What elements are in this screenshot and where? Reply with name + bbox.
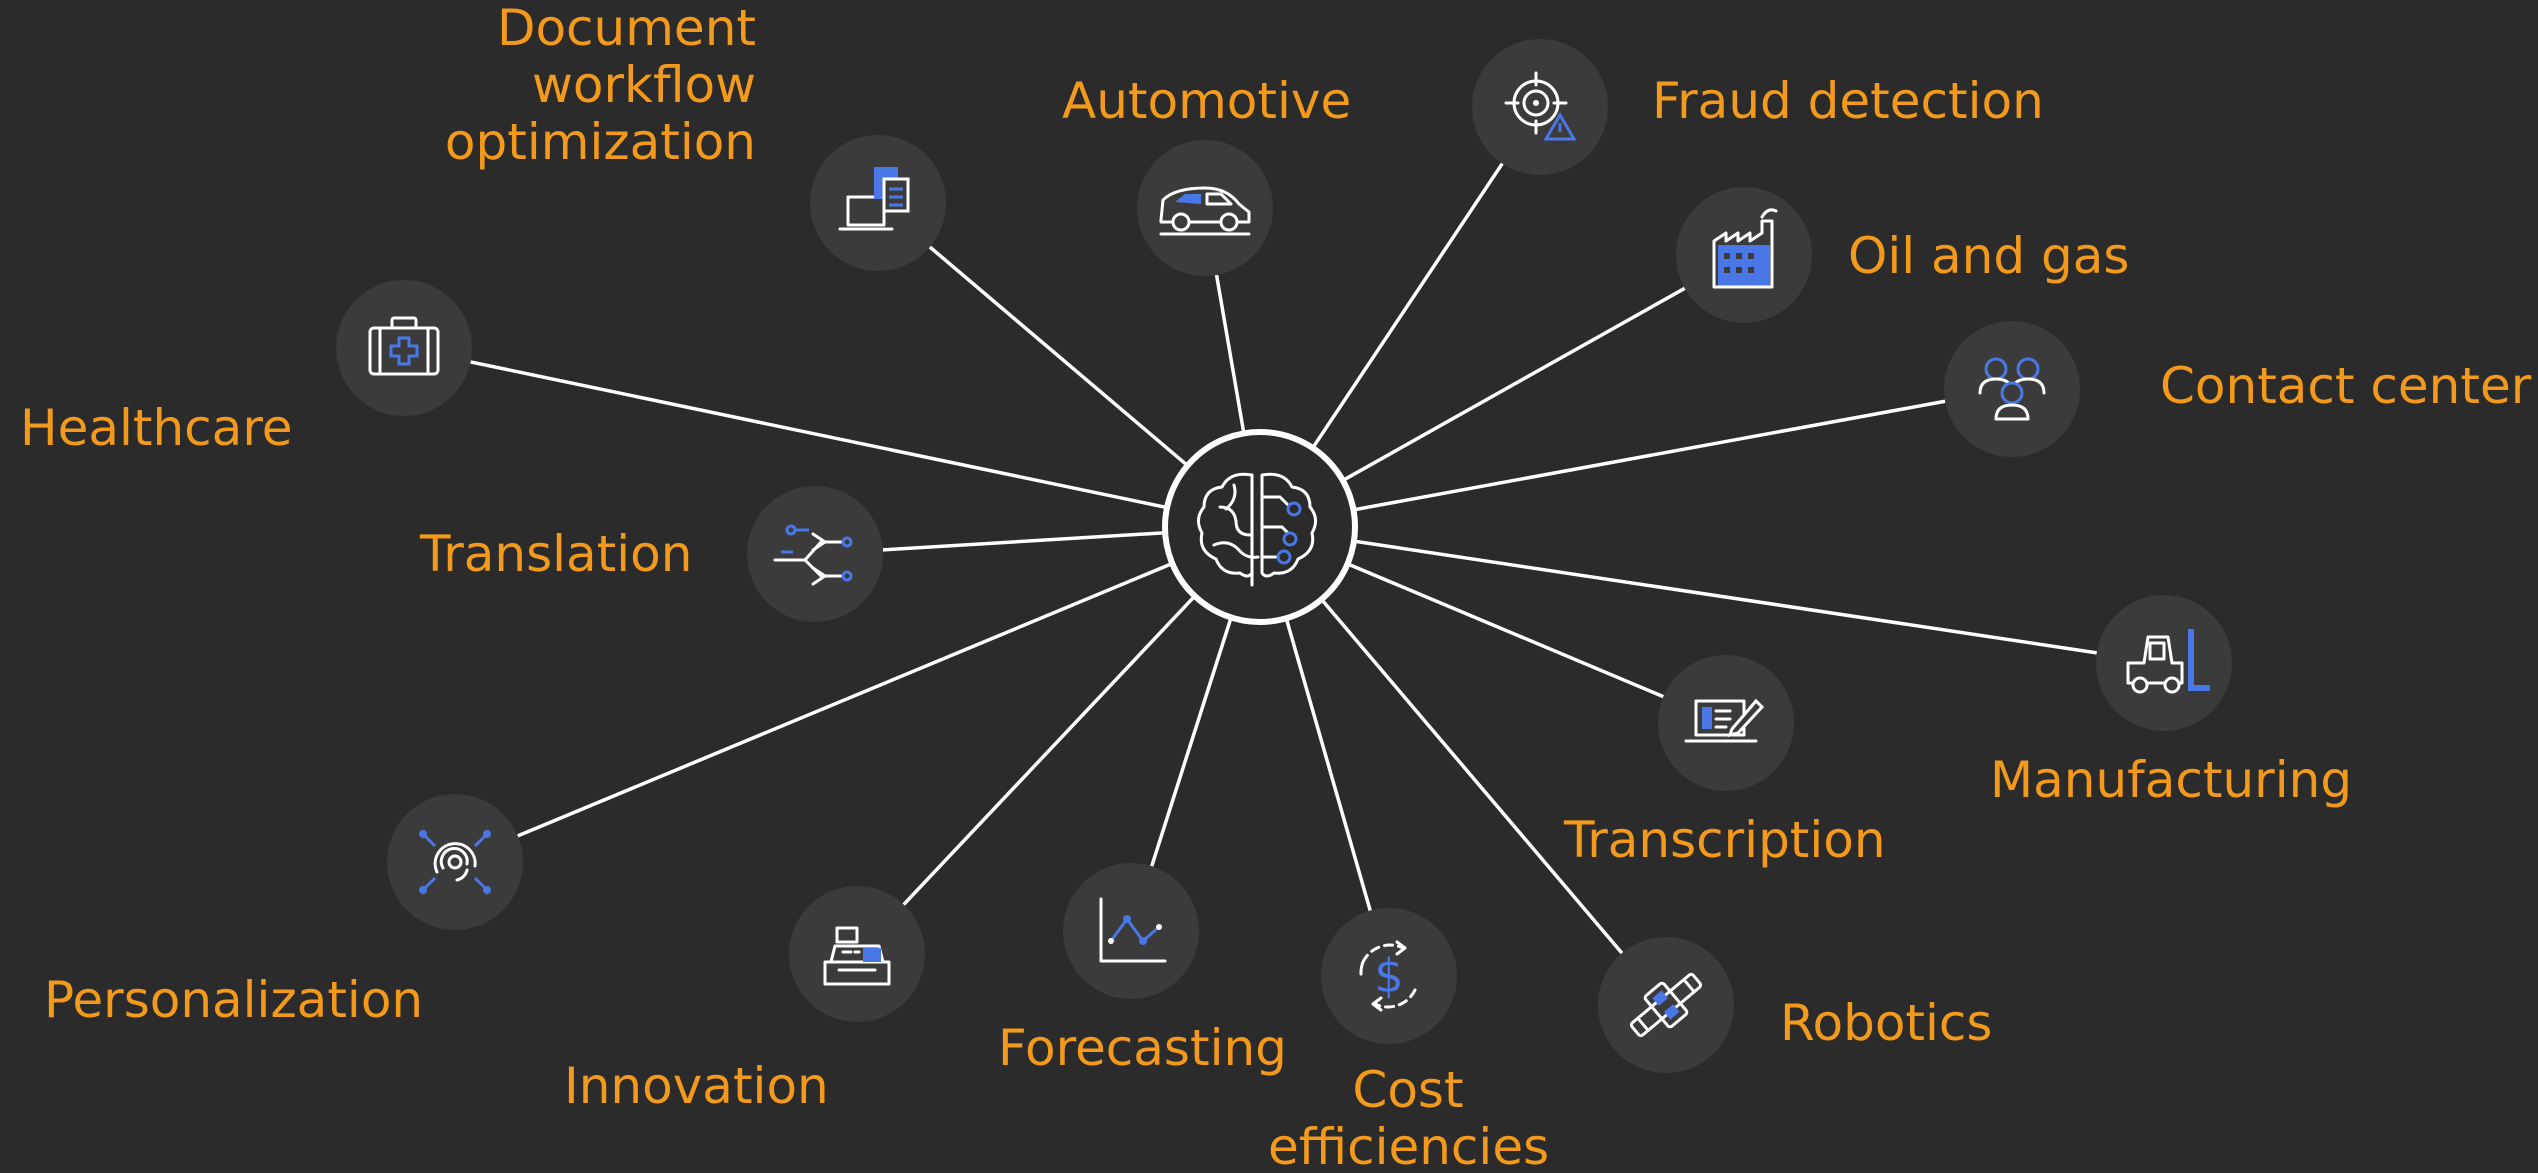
connector-line-automotive — [1214, 274, 1246, 434]
connector-line-document-workflow — [928, 245, 1189, 467]
node-document-workflow — [810, 135, 946, 271]
node-label-document-workflow: Document workflow optimization — [444, 0, 756, 171]
connector-line-transcription — [1346, 562, 1664, 699]
hub-node — [1162, 429, 1358, 625]
connector-lines — [470, 162, 2098, 955]
svg-text:$: $ — [1374, 949, 1403, 1003]
node-label-automotive: Automotive — [1062, 72, 1352, 130]
connector-line-translation — [882, 531, 1166, 552]
node-circle-forecasting — [1063, 863, 1199, 999]
hub-circle — [1162, 429, 1358, 625]
node-circle-translation — [747, 486, 883, 622]
node-circle-healthcare — [336, 280, 472, 416]
node-label-fraud-detection: Fraud detection — [1652, 72, 2044, 130]
connector-line-personalization — [517, 561, 1173, 838]
connector-line-manufacturing — [1353, 539, 2098, 655]
node-circle-manufacturing — [2096, 595, 2232, 731]
cash-register-icon — [823, 926, 891, 986]
node-transcription — [1658, 655, 1794, 791]
node-label-contact-center: Contact center — [2160, 357, 2532, 415]
node-label-translation: Translation — [420, 525, 693, 583]
node-manufacturing — [2096, 595, 2232, 731]
people-group-icon — [1978, 357, 2046, 421]
node-circle-automotive — [1137, 140, 1273, 276]
target-warning-icon — [1504, 71, 1577, 141]
node-automotive — [1137, 140, 1273, 276]
node-label-forecasting: Forecasting — [998, 1019, 1287, 1077]
node-label-robotics: Robotics — [1780, 994, 1993, 1052]
node-label-cost-efficiencies: Cost efficiencies — [1268, 1061, 1550, 1173]
node-personalization — [387, 794, 523, 930]
node-circle-innovation — [789, 886, 925, 1022]
fingerprint-icon — [419, 830, 491, 894]
node-healthcare — [336, 280, 472, 416]
node-contact-center — [1944, 321, 2080, 457]
node-innovation — [789, 886, 925, 1022]
car-icon — [1159, 186, 1251, 236]
connector-line-healthcare — [470, 360, 1168, 510]
node-circle-cost-efficiencies — [1321, 908, 1457, 1044]
robot-arm-icon — [1629, 972, 1703, 1038]
line-graph-icon — [1099, 897, 1167, 963]
connector-line-oil-and-gas — [1341, 286, 1686, 482]
factory-icon — [1712, 208, 1778, 289]
connector-line-cost-efficiencies — [1284, 617, 1372, 912]
connector-line-fraud-detection — [1311, 162, 1504, 449]
node-label-oil-and-gas: Oil and gas — [1848, 227, 2130, 285]
node-label-manufacturing: Manufacturing — [1990, 751, 2353, 809]
node-translation — [747, 486, 883, 622]
connector-line-robotics — [1320, 598, 1624, 955]
node-circle-fraud-detection — [1472, 39, 1608, 175]
dollar-cycle-icon: $ — [1359, 940, 1417, 1012]
connector-line-innovation — [902, 594, 1197, 906]
node-fraud-detection — [1472, 39, 1608, 175]
medical-kit-icon — [368, 316, 440, 376]
connector-line-forecasting — [1150, 616, 1233, 867]
connector-line-contact-center — [1353, 399, 1946, 512]
node-oil-and-gas — [1676, 187, 1812, 323]
node-cost-efficiencies: $ — [1321, 908, 1457, 1044]
node-label-healthcare: Healthcare — [20, 399, 293, 457]
node-label-transcription: Transcription — [1564, 811, 1886, 869]
node-circle-transcription — [1658, 655, 1794, 791]
node-circle-document-workflow — [810, 135, 946, 271]
branching-arrows-icon — [773, 524, 853, 586]
node-forecasting — [1063, 863, 1199, 999]
node-circle-personalization — [387, 794, 523, 930]
brain-circuit-icon — [1197, 472, 1317, 587]
documents-laptop-icon — [838, 167, 910, 231]
laptop-pen-icon — [1684, 698, 1765, 743]
node-label-personalization: Personalization — [44, 971, 424, 1029]
node-robotics — [1598, 937, 1734, 1073]
forklift-icon — [2126, 629, 2210, 694]
node-label-innovation: Innovation — [564, 1057, 829, 1115]
node-circle-robotics — [1598, 937, 1734, 1073]
